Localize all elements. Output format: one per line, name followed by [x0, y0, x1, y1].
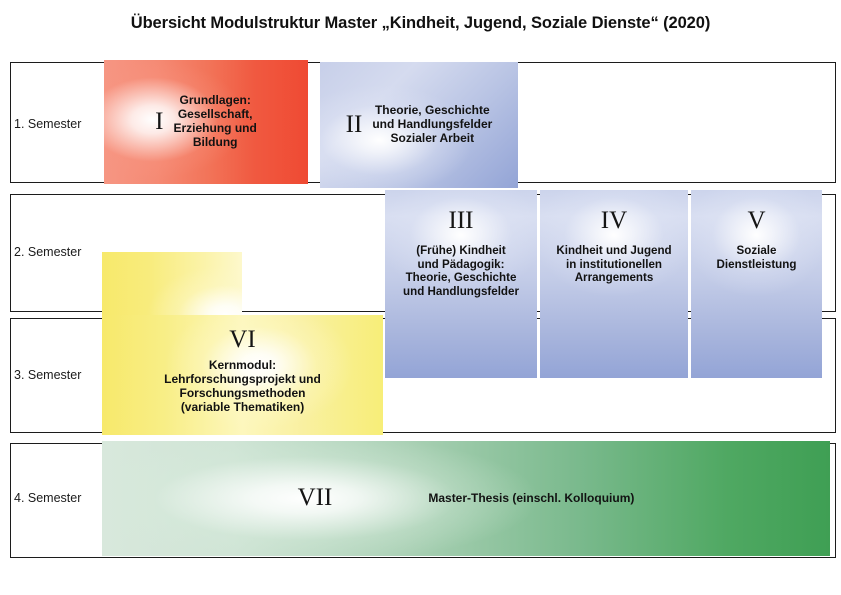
module-5-block[interactable]: V Soziale Dienstleistung	[691, 190, 822, 378]
module-2-title: Theorie, Geschichte und Handlungsfelder …	[372, 103, 493, 145]
module-1-roman: I	[155, 107, 164, 135]
module-7-block[interactable]: VII Master-Thesis (einschl. Kolloquium)	[102, 441, 830, 556]
module-2-roman: II	[345, 110, 363, 138]
module-6-title: Kernmodul: Lehrforschungsprojekt und For…	[164, 358, 321, 414]
module-4-block[interactable]: IV Kindheit und Jugend in institutionell…	[540, 190, 688, 378]
module-2-block[interactable]: II Theorie, Geschichte und Handlungsfeld…	[320, 62, 518, 188]
semester-label-4: 4. Semester	[14, 491, 82, 505]
semester-label-1: 1. Semester	[14, 117, 82, 131]
module-5-roman: V	[747, 207, 766, 234]
module-3-block[interactable]: III (Frühe) Kindheit und Pädagogik: Theo…	[385, 190, 537, 378]
module-1-title: Grundlagen: Gesellschaft, Erziehung und …	[173, 93, 257, 149]
module-6-upper-step[interactable]	[102, 252, 242, 318]
module-3-roman: III	[448, 207, 474, 234]
module-6-block[interactable]: VI Kernmodul: Lehrforschungsprojekt und …	[102, 315, 383, 435]
module-7-roman: VII	[297, 484, 333, 512]
module-1-block[interactable]: I Grundlagen: Gesellschaft, Erziehung un…	[104, 60, 308, 184]
module-3-title: (Frühe) Kindheit und Pädagogik: Theorie,…	[403, 244, 519, 298]
module-7-title: Master-Thesis (einschl. Kolloquium)	[428, 490, 635, 505]
page-title: Übersicht Modulstruktur Master „Kindheit…	[130, 14, 711, 32]
module-5-title: Soziale Dienstleistung	[716, 244, 797, 271]
module-4-title: Kindheit und Jugend in institutionellen …	[556, 244, 672, 285]
semester-label-3: 3. Semester	[14, 368, 82, 382]
module-4-roman: IV	[600, 207, 628, 234]
semester-label-2: 2. Semester	[14, 245, 82, 259]
module-6-roman: VI	[229, 326, 256, 353]
